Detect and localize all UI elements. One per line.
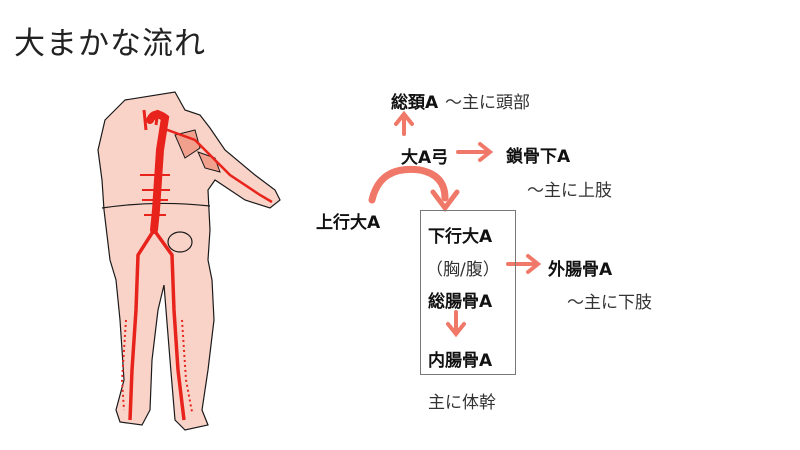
trunk-note: 主に体幹	[428, 393, 496, 413]
page-title: 大まかな流れ	[14, 26, 206, 62]
aorta-line	[146, 110, 170, 234]
arrow-to-common-carotid	[394, 110, 414, 136]
trunk-branches	[140, 174, 170, 216]
leg-dotted-arteries	[120, 319, 193, 413]
common-carotid-label: 総頚A	[391, 93, 439, 113]
internal-iliac-label: 内腸骨A	[428, 351, 493, 371]
ascending-aorta-label: 上行大A	[316, 213, 381, 233]
arrow-arch-curve	[368, 165, 449, 204]
descending-aorta-label: 下行大A	[428, 227, 493, 247]
common-iliac-label: 総腸骨A	[428, 292, 493, 312]
subclavian-note: 〜主に上肢	[527, 181, 612, 201]
common-carotid-note: 〜主に頭部	[445, 93, 530, 113]
arrow-to-subclavian	[456, 142, 494, 162]
arm-artery-line	[161, 126, 273, 204]
aorta-flow-box	[420, 210, 516, 375]
arterial-body-illustration	[97, 91, 281, 431]
iliac-arteries	[128, 228, 186, 421]
external-iliac-note: 〜主に下肢	[567, 293, 652, 313]
aortic-arch-label: 大A弓	[401, 148, 449, 168]
carotid-line	[142, 109, 160, 131]
shoulder-muscle	[174, 129, 201, 159]
pelvis-ring	[167, 231, 193, 253]
thoracic-abdominal-label: （胸/腹）	[426, 260, 500, 280]
external-iliac-label: 外腸骨A	[548, 260, 613, 280]
subclavian-label: 鎖骨下A	[506, 147, 571, 167]
arrow-arch-head	[430, 189, 460, 213]
